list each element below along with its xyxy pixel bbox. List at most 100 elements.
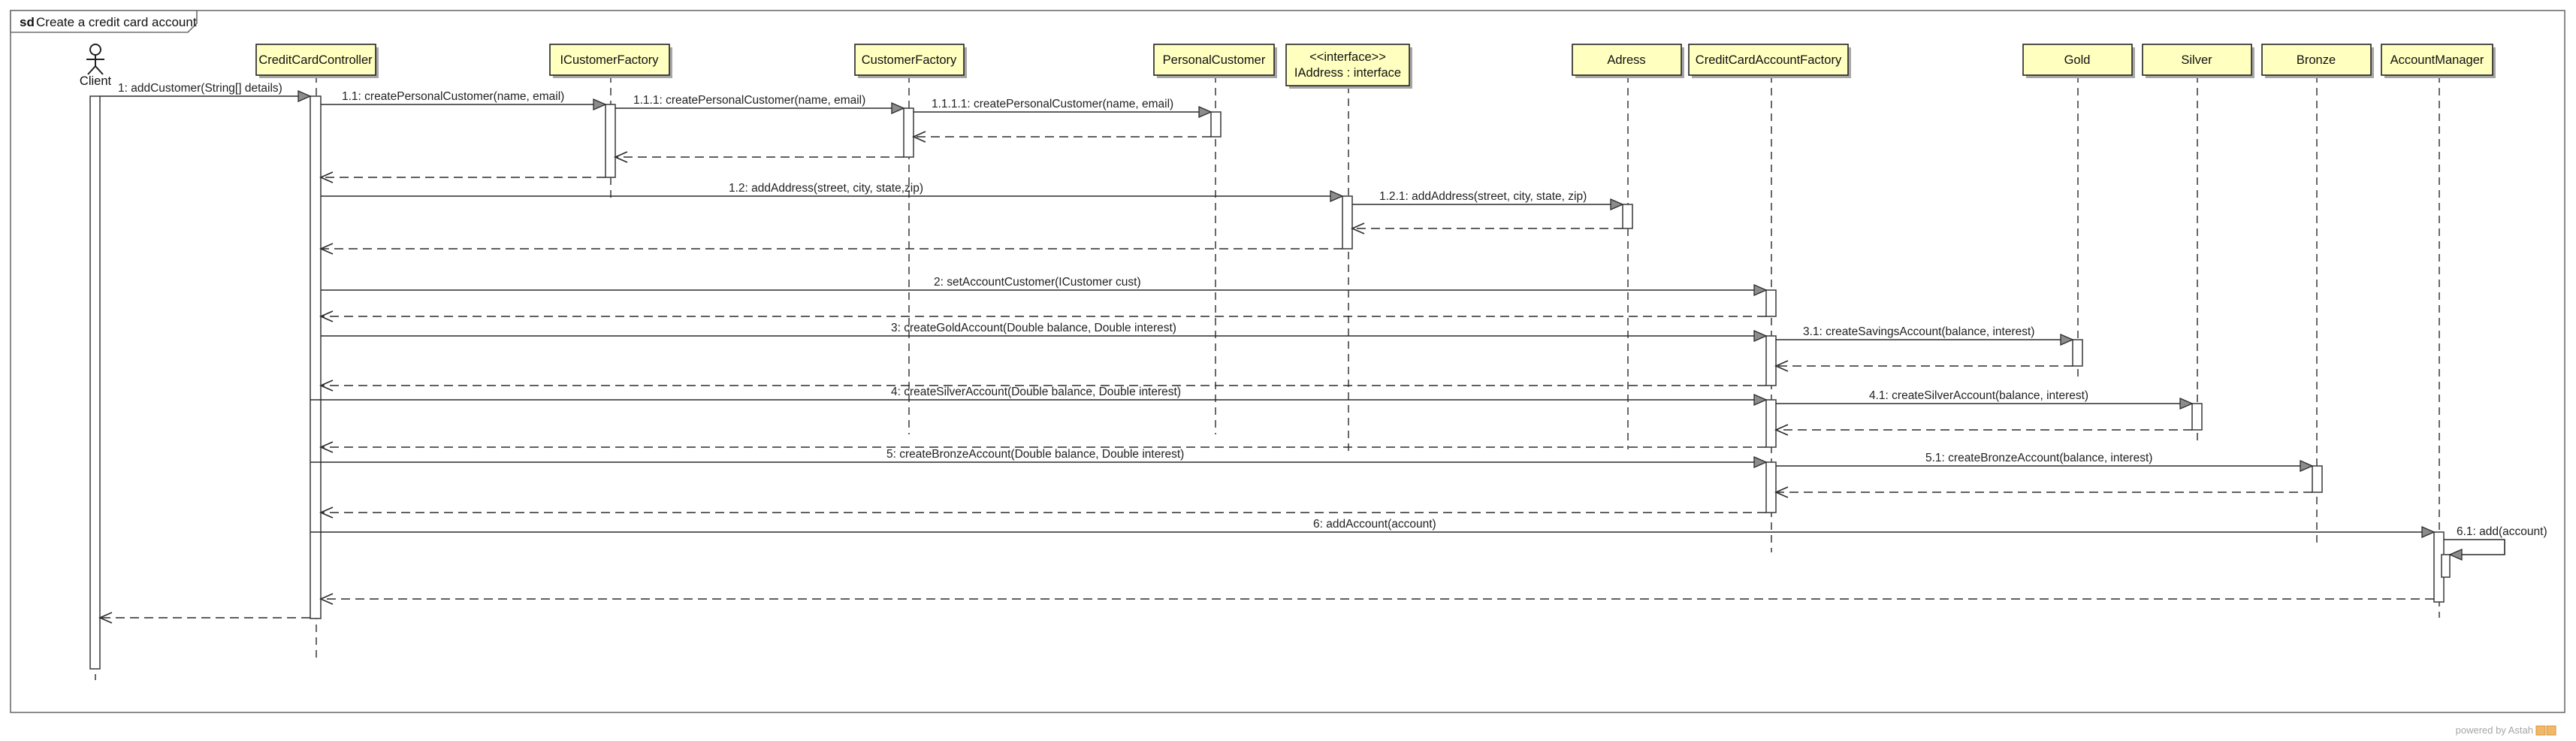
arrow-open-icon xyxy=(912,131,926,143)
activation-creditcardcontroller xyxy=(310,95,322,619)
frame-title-tab xyxy=(10,10,198,33)
message-3[interactable]: 3: createGoldAccount(Double balance, Dou… xyxy=(321,322,1768,342)
return-message[interactable] xyxy=(319,593,2434,605)
return-message[interactable] xyxy=(912,131,1211,143)
arrow-head-icon xyxy=(1753,284,1768,296)
participant-iaddress[interactable]: <<interface>> IAddress : interface xyxy=(1285,44,1412,89)
arrow-open-icon xyxy=(319,310,334,322)
return-message[interactable] xyxy=(319,507,1766,519)
message-label: 3: createGoldAccount(Double balance, Dou… xyxy=(891,322,1176,334)
message-label: 1: addCustomer(String[] details) xyxy=(118,82,282,95)
participant-icustomerfactory[interactable]: ICustomerFactory xyxy=(549,44,672,78)
return-message[interactable] xyxy=(1774,360,2073,372)
participant-customerfactory[interactable]: CustomerFactory xyxy=(854,44,967,78)
footer: powered by Astah xyxy=(2456,724,2556,736)
return-message[interactable] xyxy=(319,310,1766,322)
activations xyxy=(89,95,2451,670)
astah-logo-icon xyxy=(2535,725,2556,736)
participant-accountmanager[interactable]: AccountManager xyxy=(2381,44,2496,78)
activation-bronze xyxy=(2312,465,2323,493)
arrow-head-icon xyxy=(1198,106,1213,118)
message-label: 1.1.1.1: createPersonalCustomer(name, em… xyxy=(932,98,1173,110)
message-label: 1.1.1: createPersonalCustomer(name, emai… xyxy=(633,94,865,107)
arrow-open-icon xyxy=(319,380,334,392)
message-1-1-1-1[interactable]: 1.1.1.1: createPersonalCustomer(name, em… xyxy=(914,98,1213,118)
message-label: 1.2.1: addAddress(street, city, state, z… xyxy=(1379,190,1587,203)
message-6[interactable]: 6: addAccount(account) xyxy=(310,518,2436,538)
participant-gold[interactable]: Gold xyxy=(2022,44,2135,78)
message-1[interactable]: 1: addCustomer(String[] details) xyxy=(100,82,312,102)
activation-client xyxy=(89,95,101,670)
activation-icustomerfactory xyxy=(605,104,616,178)
arrow-head-icon xyxy=(2300,460,2314,472)
message-1-2-1[interactable]: 1.2.1: addAddress(street, city, state, z… xyxy=(1352,190,1624,210)
participant-stereotype: <<interface>> xyxy=(1309,50,1386,64)
arrow-head-icon xyxy=(1753,394,1768,406)
arrow-head-icon xyxy=(1753,456,1768,468)
diagram-frame: sd Create a credit card account xyxy=(10,10,2565,713)
arrow-head-icon xyxy=(1610,198,1624,210)
participant-label: Adress xyxy=(1607,53,1645,67)
actor-label: Client xyxy=(80,74,112,88)
participant-label: Gold xyxy=(2064,53,2091,67)
message-label: 4: createSilverAccount(Double balance, D… xyxy=(891,386,1181,398)
participant-label: ICustomerFactory xyxy=(560,53,659,67)
message-label: 3.1: createSavingsAccount(balance, inter… xyxy=(1803,325,2034,338)
message-label: 1.2: addAddress(street, city, state,zip) xyxy=(729,182,923,195)
message-5[interactable]: 5: createBronzeAccount(Double balance, D… xyxy=(310,448,1768,468)
return-message[interactable] xyxy=(614,151,904,163)
arrow-head-icon xyxy=(891,102,905,114)
return-message[interactable] xyxy=(1774,424,2192,436)
arrow-head-icon xyxy=(2060,334,2074,346)
message-label: 2: setAccountCustomer(ICustomer cust) xyxy=(934,276,1141,289)
stick-figure-icon xyxy=(86,44,104,75)
return-message[interactable] xyxy=(319,243,1342,255)
participant-bronze[interactable]: Bronze xyxy=(2261,44,2374,78)
message-5-1[interactable]: 5.1: createBronzeAccount(balance, intere… xyxy=(1776,452,2314,472)
return-message[interactable] xyxy=(319,171,605,183)
actor-client[interactable]: Client xyxy=(80,44,112,88)
arrow-open-icon xyxy=(614,151,628,163)
return-message[interactable] xyxy=(98,612,310,624)
message-label: 4.1: createSilverAccount(balance, intere… xyxy=(1869,389,2088,402)
arrow-open-icon xyxy=(319,441,334,453)
arrow-open-icon xyxy=(1774,360,1789,372)
participant-silver[interactable]: Silver xyxy=(2142,44,2254,78)
message-label: 5.1: createBronzeAccount(balance, intere… xyxy=(1925,452,2152,464)
activation-creditcardaccountfactory xyxy=(1765,461,1777,513)
participant-label: IAddress : interface xyxy=(1294,66,1401,80)
message-6-1[interactable]: 6.1: add(account) xyxy=(2444,525,2547,561)
message-label: 1.1: createPersonalCustomer(name, email) xyxy=(342,90,564,103)
return-message[interactable] xyxy=(319,380,1766,392)
message-label: 6: addAccount(account) xyxy=(1313,518,1436,531)
participant-creditcardcontroller[interactable]: CreditCardController xyxy=(255,44,379,78)
message-label: 6.1: add(account) xyxy=(2457,525,2547,538)
activation-adress xyxy=(1622,204,1633,229)
arrow-open-icon xyxy=(1774,486,1789,498)
frame-border xyxy=(10,10,2565,713)
message-4[interactable]: 4: createSilverAccount(Double balance, D… xyxy=(310,386,1768,406)
message-3-1[interactable]: 3.1: createSavingsAccount(balance, inter… xyxy=(1776,325,2074,346)
participant-personalcustomer[interactable]: PersonalCustomer xyxy=(1153,44,1277,78)
activation-gold xyxy=(2072,339,2083,367)
arrow-open-icon xyxy=(98,612,113,624)
return-message[interactable] xyxy=(319,441,1766,453)
participant-adress[interactable]: Adress xyxy=(1572,44,1684,78)
participant-creditcardaccountfactory[interactable]: CreditCardAccountFactory xyxy=(1688,44,1851,78)
message-2[interactable]: 2: setAccountCustomer(ICustomer cust) xyxy=(321,276,1768,296)
frame-keyword: sd xyxy=(20,15,35,29)
participant-label: PersonalCustomer xyxy=(1163,53,1266,67)
activation-customerfactory xyxy=(903,107,914,158)
arrow-open-icon xyxy=(1774,424,1789,436)
activation-accountmanager-self xyxy=(2441,554,2451,578)
message-1-1[interactable]: 1.1: createPersonalCustomer(name, email) xyxy=(321,90,607,110)
activation-silver xyxy=(2191,403,2203,431)
message-1-1-1[interactable]: 1.1.1: createPersonalCustomer(name, emai… xyxy=(615,94,905,114)
arrow-open-icon xyxy=(319,171,334,183)
message-1-2[interactable]: 1.2: addAddress(street, city, state,zip) xyxy=(321,182,1344,202)
message-4-1[interactable]: 4.1: createSilverAccount(balance, intere… xyxy=(1776,389,2194,410)
return-message[interactable] xyxy=(1774,486,2312,498)
participant-label: AccountManager xyxy=(2390,53,2484,67)
return-message[interactable] xyxy=(1351,222,1623,234)
